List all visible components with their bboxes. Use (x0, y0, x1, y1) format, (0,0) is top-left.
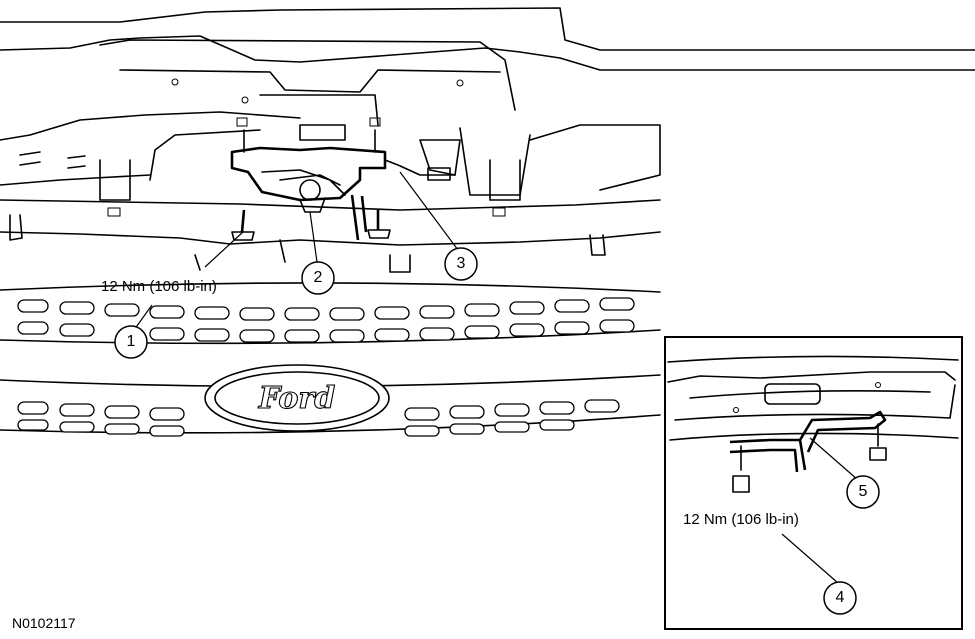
callout-2-circle (301, 261, 335, 295)
latch-bolt-left (231, 209, 255, 241)
grille-slots-lower (17, 399, 620, 437)
hood-latch (230, 129, 456, 241)
torque-spec-left: 12 Nm (106 lb-in) (101, 278, 217, 295)
callout-3-circle (444, 247, 478, 281)
emblem-text: Ford (258, 381, 335, 416)
callout-5-circle (846, 475, 880, 509)
radiator-support (0, 7, 975, 273)
grille (0, 282, 661, 437)
callout-4-circle (823, 581, 857, 615)
latch-bolt-right (367, 210, 391, 239)
callout-1-circle (114, 325, 148, 359)
ford-emblem: Ford (204, 364, 390, 432)
torque-spec-inset: 12 Nm (106 lb-in) (683, 511, 799, 528)
callout-5: 5 (858, 483, 868, 500)
callout-4: 4 (835, 589, 845, 606)
callout-3: 3 (456, 255, 466, 272)
inset-detail (664, 336, 963, 630)
grille-slots-upper (17, 297, 635, 343)
callout-2: 2 (313, 269, 323, 286)
figure-id: N0102117 (12, 615, 76, 631)
callout-1: 1 (126, 333, 136, 350)
